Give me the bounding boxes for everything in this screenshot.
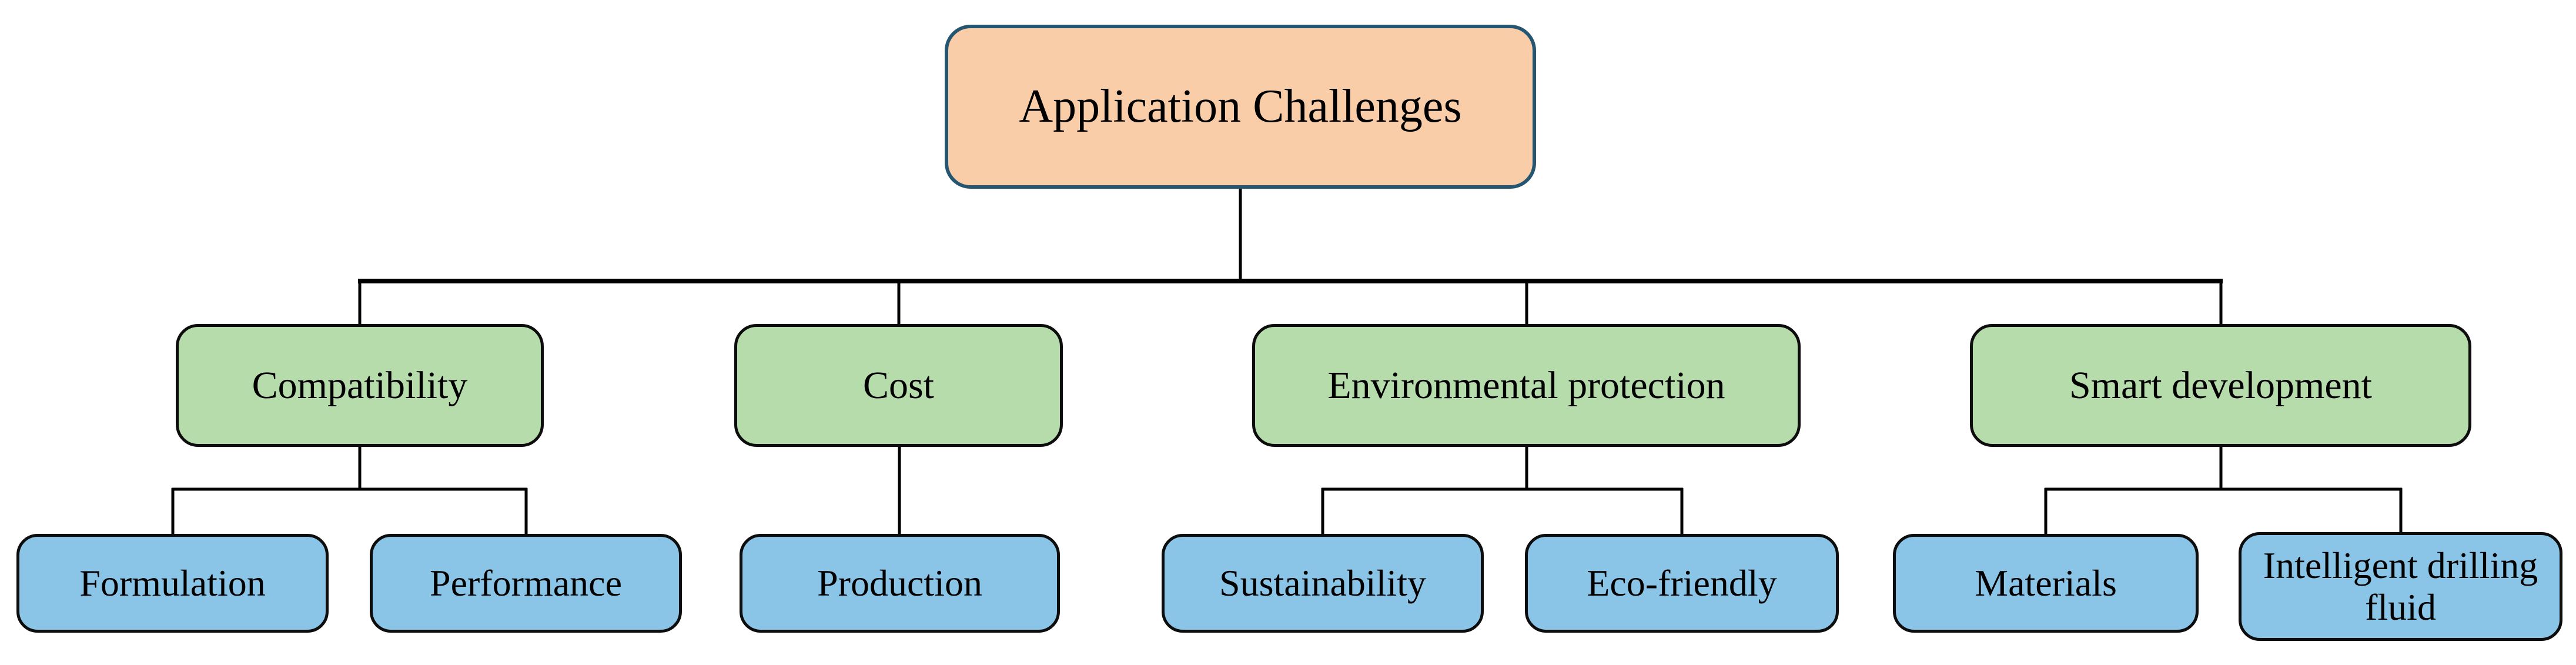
- node-label: Sustainability: [1219, 562, 1426, 604]
- node-eco-friendly: Eco-friendly: [1525, 534, 1839, 633]
- environmental-children-connectors: [1321, 447, 1684, 534]
- smart-children-connectors: [2044, 447, 2403, 534]
- node-label: Application Challenges: [1019, 81, 1462, 132]
- node-environmental-protection: Environmental protection: [1252, 324, 1801, 447]
- node-label: Intelligent drilling fluid: [2263, 544, 2538, 628]
- node-cost: Cost: [734, 324, 1063, 447]
- node-sustainability: Sustainability: [1162, 534, 1484, 633]
- node-label: Cost: [862, 363, 935, 407]
- node-formulation: Formulation: [16, 534, 329, 633]
- node-label: Smart development: [2069, 363, 2373, 407]
- node-production: Production: [740, 534, 1060, 633]
- node-performance: Performance: [370, 534, 682, 633]
- node-label: Materials: [1975, 562, 2117, 604]
- node-materials: Materials: [1893, 534, 2199, 633]
- node-label: Production: [817, 562, 982, 604]
- node-compatibility: Compatibility: [176, 324, 544, 447]
- node-label: Environmental protection: [1327, 363, 1725, 407]
- node-application-challenges: Application Challenges: [945, 25, 1536, 189]
- root-to-branches-connectors: [358, 189, 2223, 324]
- node-label: Eco-friendly: [1587, 562, 1777, 604]
- node-label: Compatibility: [252, 363, 468, 407]
- node-label: Performance: [430, 562, 622, 604]
- node-intelligent-drilling-fluid: Intelligent drilling fluid: [2239, 532, 2562, 641]
- node-smart-development: Smart development: [1970, 324, 2471, 447]
- compatibility-children-connectors: [171, 447, 528, 534]
- node-label: Formulation: [79, 562, 266, 604]
